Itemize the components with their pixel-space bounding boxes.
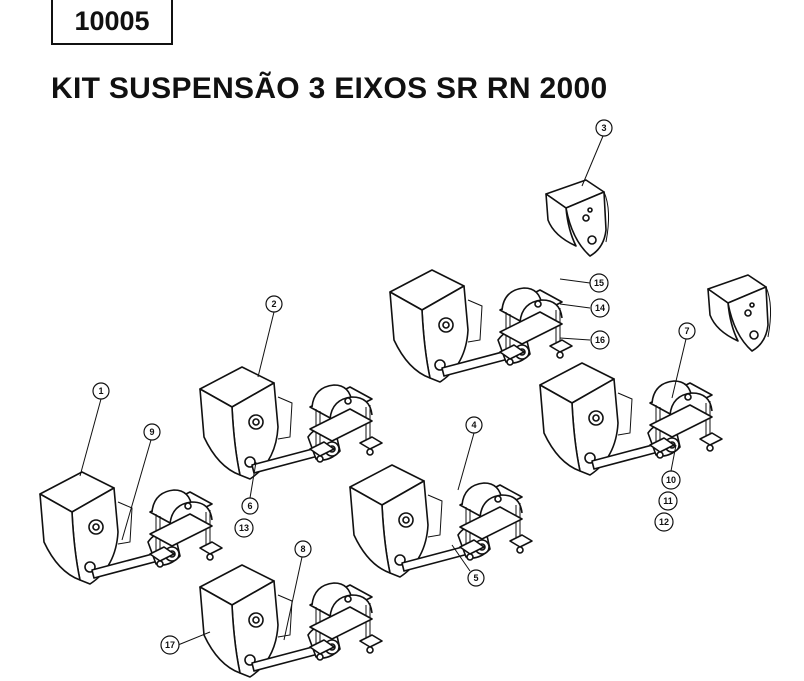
callout-8: 8	[294, 540, 312, 558]
callout-12: 12	[654, 512, 674, 532]
callout-15: 15	[589, 273, 609, 293]
svg-text:9: 9	[149, 427, 154, 437]
drawing-title: KIT SUSPENSÃO 3 EIXOS SR RN 2000	[51, 72, 608, 105]
svg-text:14: 14	[595, 303, 605, 313]
callout-16: 16	[590, 330, 610, 350]
callout-7: 7	[678, 322, 696, 340]
callout-13: 13	[234, 518, 254, 538]
svg-text:15: 15	[594, 278, 604, 288]
hanger-part-3	[545, 179, 610, 257]
callout-2: 2	[265, 295, 283, 313]
axle-assembly-1	[40, 472, 222, 584]
svg-text:13: 13	[239, 523, 249, 533]
callout-10: 10	[661, 470, 681, 490]
callout-14: 14	[590, 298, 610, 318]
svg-text:6: 6	[247, 501, 252, 511]
callout-6: 6	[241, 497, 259, 515]
part-code-box: 10005	[51, 0, 173, 45]
svg-text:4: 4	[471, 420, 476, 430]
svg-text:16: 16	[595, 335, 605, 345]
svg-text:12: 12	[659, 517, 669, 527]
svg-text:8: 8	[300, 544, 305, 554]
svg-text:17: 17	[165, 640, 175, 650]
svg-text:1: 1	[98, 386, 103, 396]
axle-assembly-2	[200, 367, 382, 479]
callout-17: 17	[160, 635, 180, 655]
callout-11: 11	[658, 491, 678, 511]
axle-assembly-4	[540, 363, 722, 475]
svg-text:11: 11	[663, 496, 673, 506]
part-code: 10005	[74, 6, 150, 36]
svg-text:2: 2	[271, 299, 276, 309]
svg-text:3: 3	[601, 123, 606, 133]
axle-assembly-3	[390, 270, 572, 382]
svg-text:10: 10	[666, 475, 676, 485]
callout-1: 1	[92, 382, 110, 400]
callout-9: 9	[143, 423, 161, 441]
callout-5: 5	[467, 569, 485, 587]
leader-lines	[79, 135, 687, 646]
callout-3: 3	[595, 119, 613, 137]
callout-4: 4	[465, 416, 483, 434]
axle-assembly-5	[350, 465, 532, 577]
svg-text:7: 7	[684, 326, 689, 336]
hanger-part-extra	[707, 274, 772, 352]
axle-assembly-6	[200, 565, 382, 677]
svg-text:5: 5	[473, 573, 478, 583]
